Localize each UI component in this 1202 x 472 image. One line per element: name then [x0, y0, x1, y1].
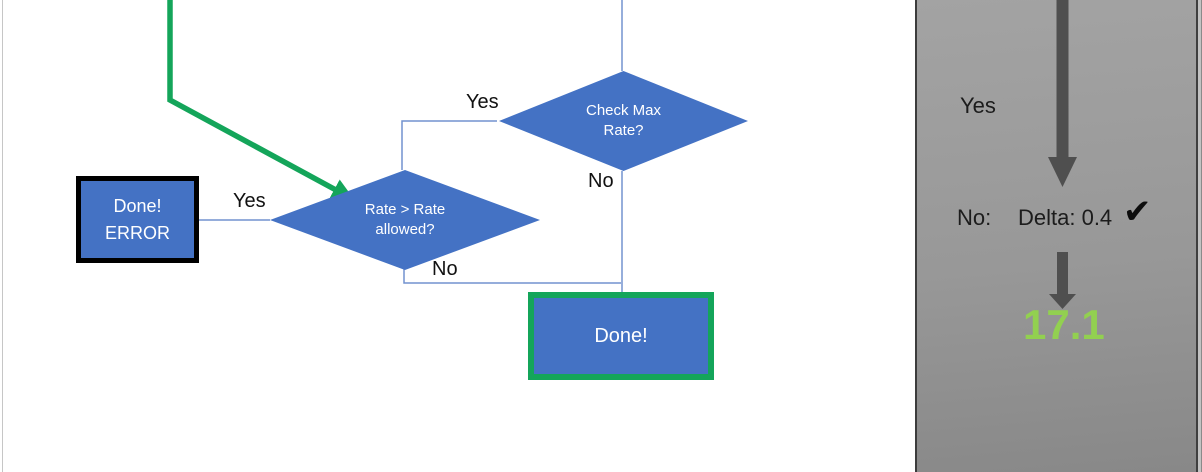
panel-arrow-layer: [1048, 0, 1077, 309]
node-check-max-rate: Check Max Rate?: [499, 71, 748, 171]
small-down-arrow-icon: [1049, 252, 1076, 309]
node-label-line: Done!: [594, 324, 648, 347]
node-done: Done!: [528, 292, 714, 380]
node-label-line: Rate?: [603, 122, 644, 139]
edge-label-checkmax-yes: Yes: [466, 91, 499, 113]
node-label-line: Done!: [113, 196, 162, 217]
edge-label-rate-no: No: [432, 258, 458, 280]
node-label-line: allowed?: [375, 221, 435, 238]
edge-label-rate-yes: Yes: [233, 190, 266, 212]
check-icon: ✔: [1123, 193, 1152, 231]
node-label-line: ERROR: [104, 222, 170, 243]
node-done-error: Done! ERROR: [76, 176, 199, 263]
edge-label-checkmax-no: No: [588, 170, 614, 192]
big-down-arrow-icon: [1048, 0, 1077, 187]
panel-delta-value: Delta: 0.4: [1018, 205, 1113, 230]
status-panel: Yes No: Delta: 0.4 ✔ 17.1: [915, 0, 1202, 472]
panel-right-edge: [1196, 0, 1202, 472]
node-label-line: Rate > Rate: [364, 200, 446, 218]
slide-left-edge: [2, 0, 3, 472]
node-rate-allowed-label: Rate > Rate allowed?: [365, 200, 445, 241]
panel-result-value: 17.1: [1023, 301, 1105, 348]
node-check-max-rate-label: Check Max Rate?: [586, 101, 661, 142]
connector-checkmax-yes-elbow: [401, 120, 497, 170]
panel-yes-label: Yes: [960, 93, 996, 118]
node-label-line: Check Max: [585, 101, 662, 119]
green-flow-arrow: [167, 0, 355, 201]
node-rate-allowed: Rate > Rate allowed?: [270, 170, 540, 270]
panel-no-label: No:: [957, 205, 992, 230]
